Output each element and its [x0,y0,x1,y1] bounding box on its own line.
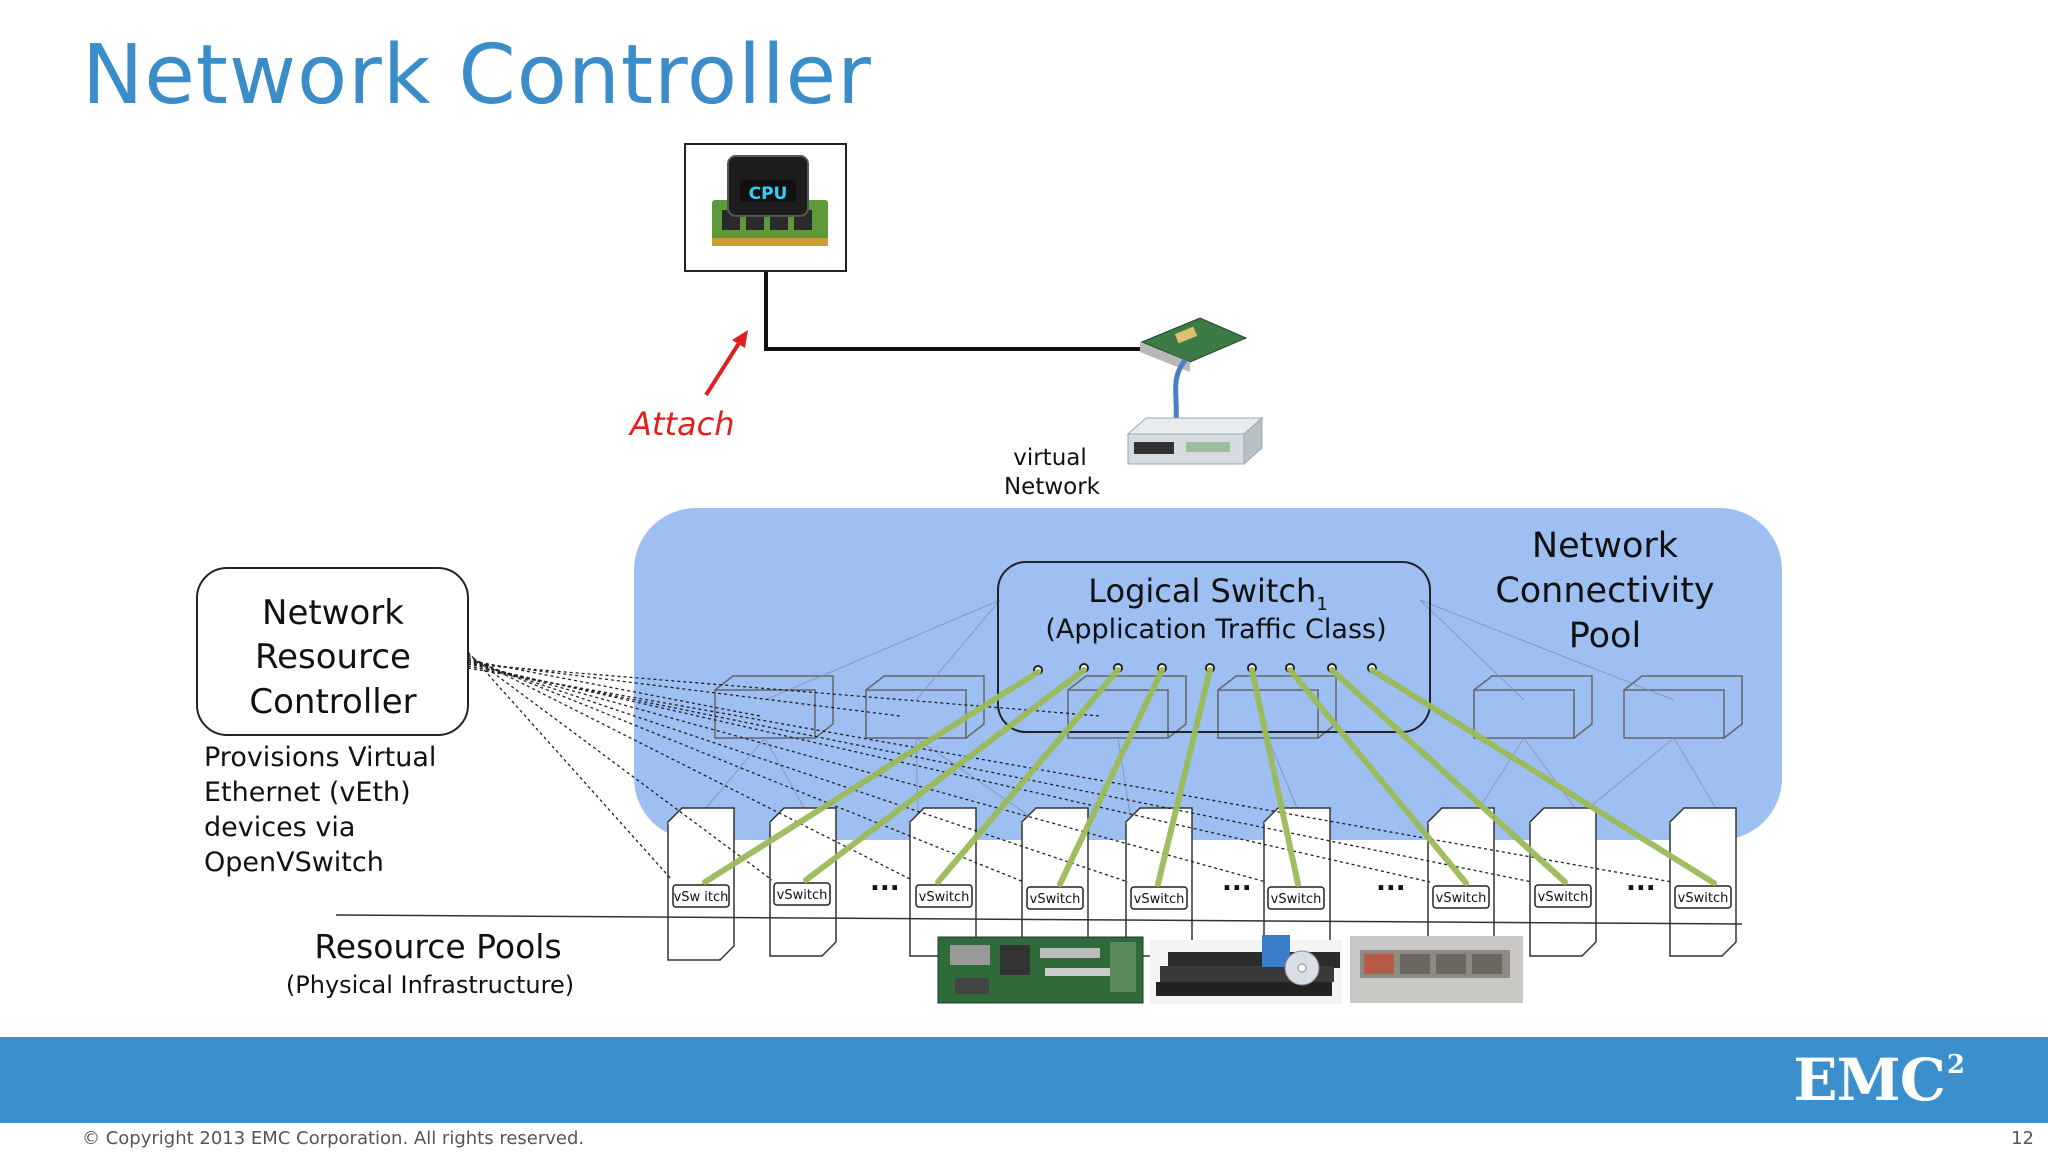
server-tower [667,807,735,961]
pool-label-line3: Pool [1569,616,1641,656]
resource-pools-title: Resource Pools [314,927,561,966]
page-number: 12 [2011,1128,2034,1149]
ellipsis: ... [1626,867,1656,897]
resource-pools-subtitle: (Physical Infrastructure) [286,971,574,999]
attach-label: Attach [628,405,734,443]
network-card-icon [1140,317,1248,372]
slide-title: Network Controller [82,28,872,123]
vswitch-label: vSwitch [1130,886,1188,910]
vswitch-label: vSwitch [1534,884,1592,908]
vswitch-label: vSwitch [1026,886,1084,910]
attach-connection-line [764,272,1142,351]
pool-label-line2: Connectivity [1495,571,1714,611]
copyright-notice: © Copyright 2013 EMC Corporation. All ri… [82,1128,585,1149]
emc-logo: EMC2 [1793,1046,1965,1114]
ellipsis: ... [1222,867,1252,897]
virtual-network-label-line1: virtual [1013,445,1087,471]
logical-switch-subscript: 1 [1316,594,1327,615]
server-tower [1427,807,1495,957]
vswitch-labels: vSw itch vSwitch vSwitch vSwitch vSwitch… [672,882,1732,910]
virtual-network-label-line2: Network [1004,474,1101,500]
controller-label-line3: Controller [249,682,416,722]
svg-text:vSwitch: vSwitch [1436,891,1487,906]
logical-switch-subtitle: (Application Traffic Class) [1045,614,1386,645]
controller-label-line2: Resource [255,637,411,677]
controller-description-line3: devices via [204,812,355,843]
server-rack-image [1150,935,1342,1004]
svg-text:vSwitch: vSwitch [1678,891,1729,906]
vswitch-label: vSwitch [1432,885,1490,909]
network-cable [1173,358,1188,421]
vswitch-label: vSwitch [915,884,973,908]
network-switch-icon [1126,416,1264,466]
ellipsis: ... [870,867,900,897]
svg-text:vSwitch: vSwitch [1538,890,1589,905]
svg-text:vSw itch: vSw itch [674,890,729,905]
vswitch-label: vSwitch [1267,886,1325,910]
network-controller-diagram: Network Connectivity Pool Logical Switch… [196,143,1782,1004]
server-tower [909,807,977,957]
network-resource-controller-box [196,567,469,736]
storage-array-image [1350,936,1523,1003]
svg-text:vSwitch: vSwitch [1271,892,1322,907]
cpu-memory-icon: CPU [712,155,828,246]
server-tower [1669,807,1737,957]
cpu-chip-label: CPU [749,184,788,204]
vswitch-label: vSwitch [1674,885,1732,909]
logical-switch-title: Logical Switch1 [1088,572,1328,615]
pool-label-line1: Network [1532,526,1679,566]
attach-arrow [704,338,743,397]
green-links [702,667,1717,887]
resource-pools-line [335,914,1743,925]
server-tower [769,807,837,957]
attach-arrowhead [732,330,748,348]
motherboard-image [937,936,1144,1004]
controller-label-line1: Network [262,593,404,633]
vswitch-label: vSwitch [773,882,831,906]
controller-description-line2: Ethernet (vEth) [204,777,411,808]
svg-text:vSwitch: vSwitch [1030,892,1081,907]
footer-band [0,1037,2048,1123]
controller-description-line1: Provisions Virtual [204,742,436,773]
logical-switch-box [997,561,1431,733]
vswitch-label: vSw itch [672,884,730,908]
svg-text:vSwitch: vSwitch [1134,892,1185,907]
svg-text:vSwitch: vSwitch [919,890,970,905]
mesh-lines [699,599,1721,816]
controller-description-line4: OpenVSwitch [204,847,384,878]
ellipsis: ... [1376,867,1406,897]
svg-text:vSwitch: vSwitch [777,888,828,903]
